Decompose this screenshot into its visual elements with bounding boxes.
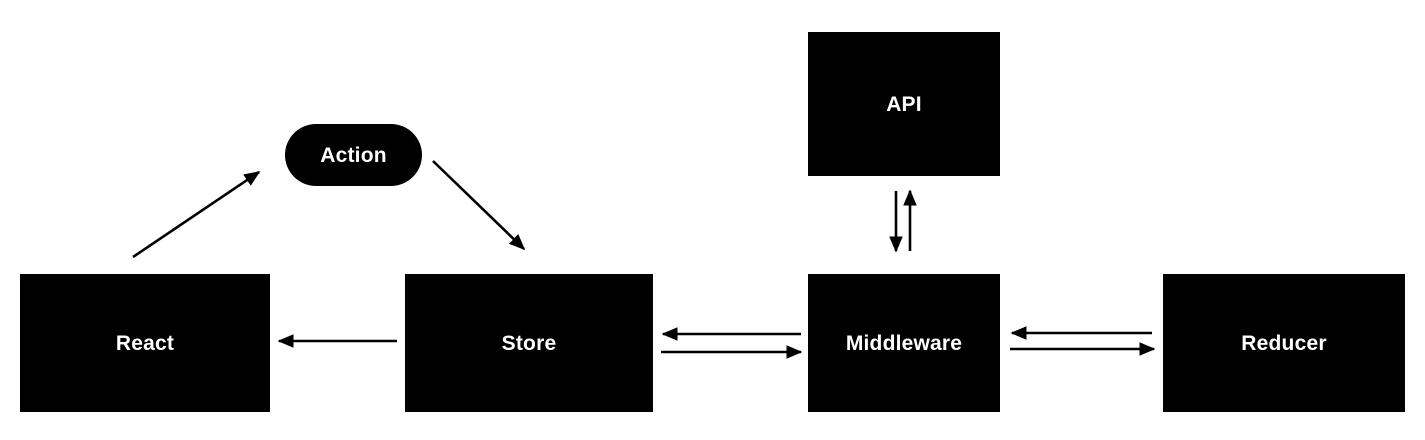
- node-middleware[interactable]: Middleware: [808, 274, 1000, 412]
- node-react[interactable]: React: [20, 274, 270, 412]
- node-reducer-label: Reducer: [1241, 331, 1327, 355]
- node-middleware-label: Middleware: [845, 331, 963, 355]
- edge-action-to-store: [432, 160, 526, 251]
- node-action-label: Action: [320, 143, 387, 167]
- node-store-label: Store: [501, 331, 557, 355]
- node-action[interactable]: Action: [285, 124, 422, 186]
- node-api-label: API: [886, 92, 922, 116]
- node-store[interactable]: Store: [405, 274, 653, 412]
- node-reducer[interactable]: Reducer: [1163, 274, 1405, 412]
- edge-react-to-action: [132, 170, 261, 259]
- node-api[interactable]: API: [808, 32, 1000, 176]
- node-react-label: React: [115, 331, 175, 355]
